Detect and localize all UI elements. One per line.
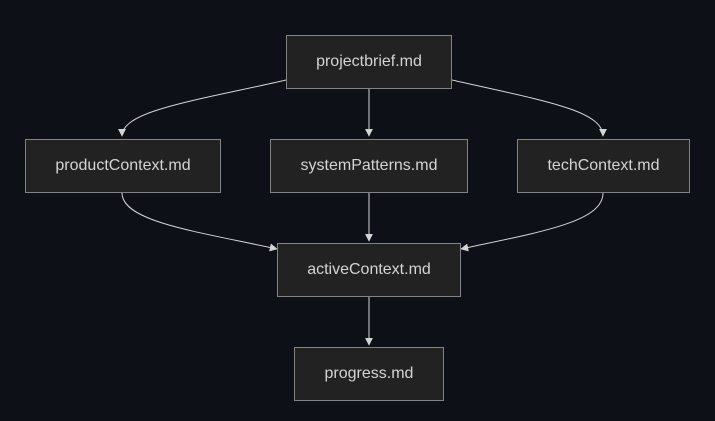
node-productcontext: productContext.md (25, 139, 221, 193)
edge-productcontext-to-activecontext (121, 192, 278, 252)
node-activecontext: activeContext.md (277, 243, 461, 297)
edge-projectbrief-to-techcontext (451, 79, 607, 137)
edge-projectbrief-to-productcontext (118, 79, 287, 137)
node-systempatterns: systemPatterns.md (270, 139, 468, 193)
node-techcontext: techContext.md (517, 139, 690, 193)
node-progress: progress.md (294, 347, 444, 401)
node-projectbrief: projectbrief.md (286, 35, 452, 89)
edge-techcontext-to-activecontext (460, 192, 604, 252)
